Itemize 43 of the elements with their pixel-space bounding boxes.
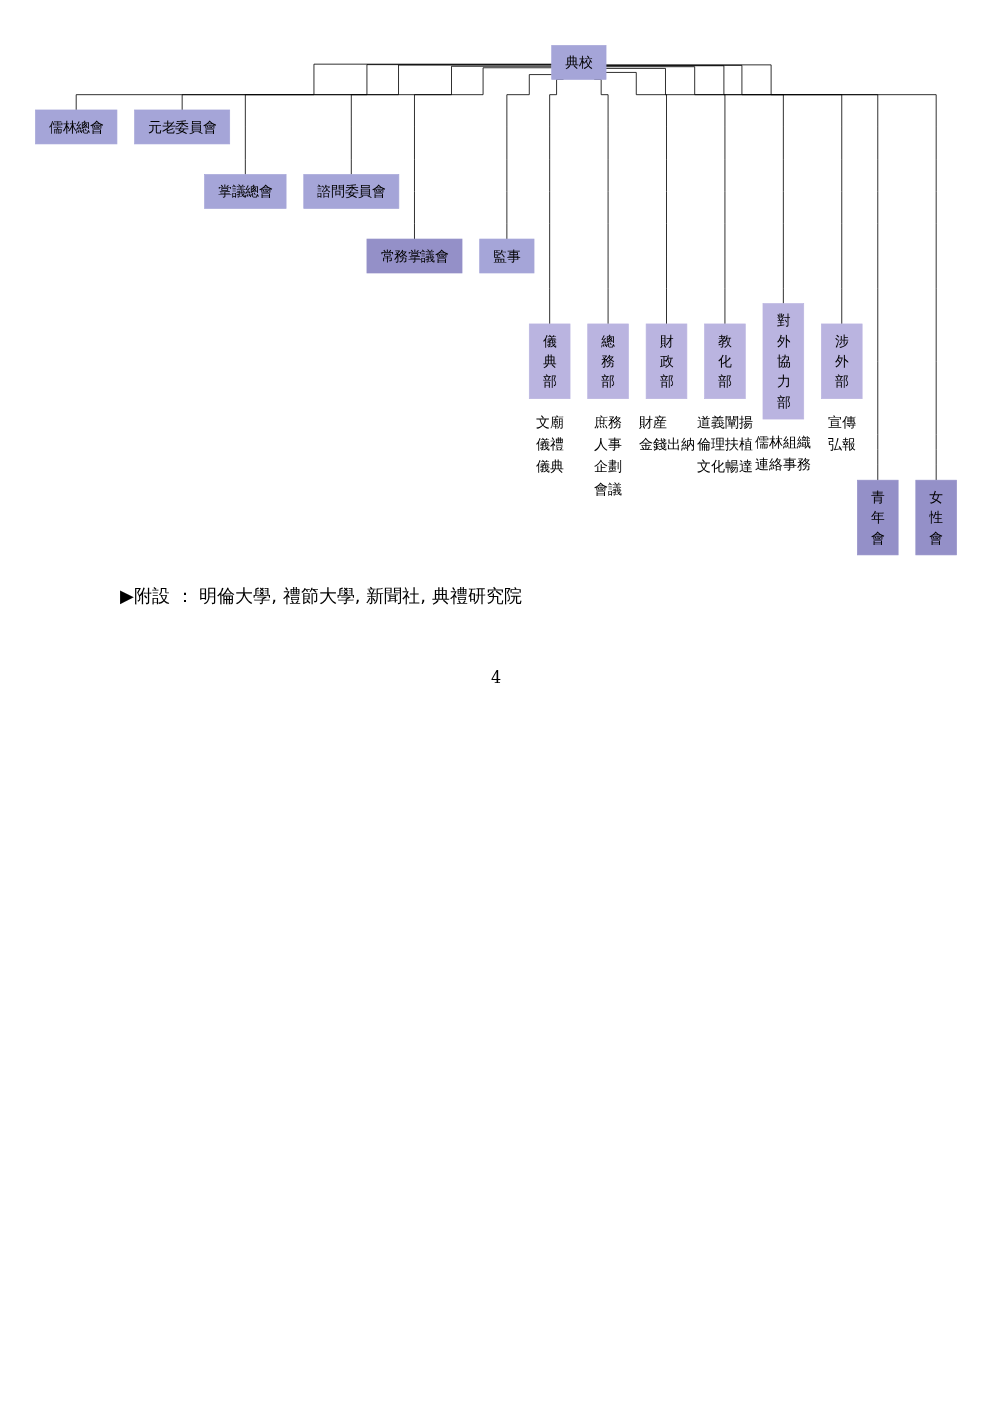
node-box: 典校 <box>551 45 607 80</box>
connector <box>605 64 937 481</box>
duty-text: 會議 <box>594 479 623 499</box>
duty-text: 人事 <box>594 435 623 455</box>
duty-text: 文廟 <box>535 412 564 432</box>
node-box: 儒林總會 <box>35 109 118 145</box>
node-box: 女性會 <box>915 479 957 556</box>
duty-text: 道義闡揚 <box>696 412 753 432</box>
connector <box>244 64 553 175</box>
note-text: ▶附設 ： 明倫大學, 禮節大學, 新聞社, 典禮研究院 <box>120 584 523 609</box>
node-box: 總務部 <box>587 323 629 399</box>
duty-text: 倫理扶植 <box>696 435 753 455</box>
duty-text: 金錢出納 <box>638 435 695 455</box>
node-box: 財政部 <box>645 323 688 399</box>
connector <box>605 65 843 325</box>
duty-text: 儀禮 <box>535 435 564 455</box>
connector <box>605 66 784 304</box>
duty-text: 財産 <box>638 412 668 432</box>
node-box: 元老委員會 <box>134 109 231 145</box>
connector <box>350 65 553 175</box>
connector <box>506 74 553 240</box>
node-box: 涉外部 <box>821 323 863 399</box>
connector <box>605 72 667 325</box>
node-box: 青年會 <box>857 479 899 556</box>
node-box: 掌議總會 <box>204 174 287 209</box>
connector <box>414 67 553 240</box>
node-box: 對外協力部 <box>762 303 805 420</box>
node-box: 儀典部 <box>528 323 571 399</box>
node-box: 常務掌議會 <box>366 238 463 274</box>
duty-text: 庶務 <box>594 412 623 432</box>
duty-text: 連絡事務 <box>755 455 812 475</box>
duty-text: 儀典 <box>535 457 564 477</box>
node-box: 教化部 <box>704 323 746 399</box>
duty-text: 企劃 <box>594 457 623 477</box>
connector <box>605 64 879 481</box>
duty-text: 文化暢達 <box>696 457 753 477</box>
node-box: 諮問委員會 <box>303 174 400 209</box>
duty-text: 儒林組織 <box>755 433 812 453</box>
duty-text: 弘報 <box>827 435 856 455</box>
page-number: 4 <box>489 668 503 688</box>
node-box: 監事 <box>479 238 535 274</box>
connector <box>605 68 726 325</box>
duty-text: 宣傳 <box>827 412 856 432</box>
